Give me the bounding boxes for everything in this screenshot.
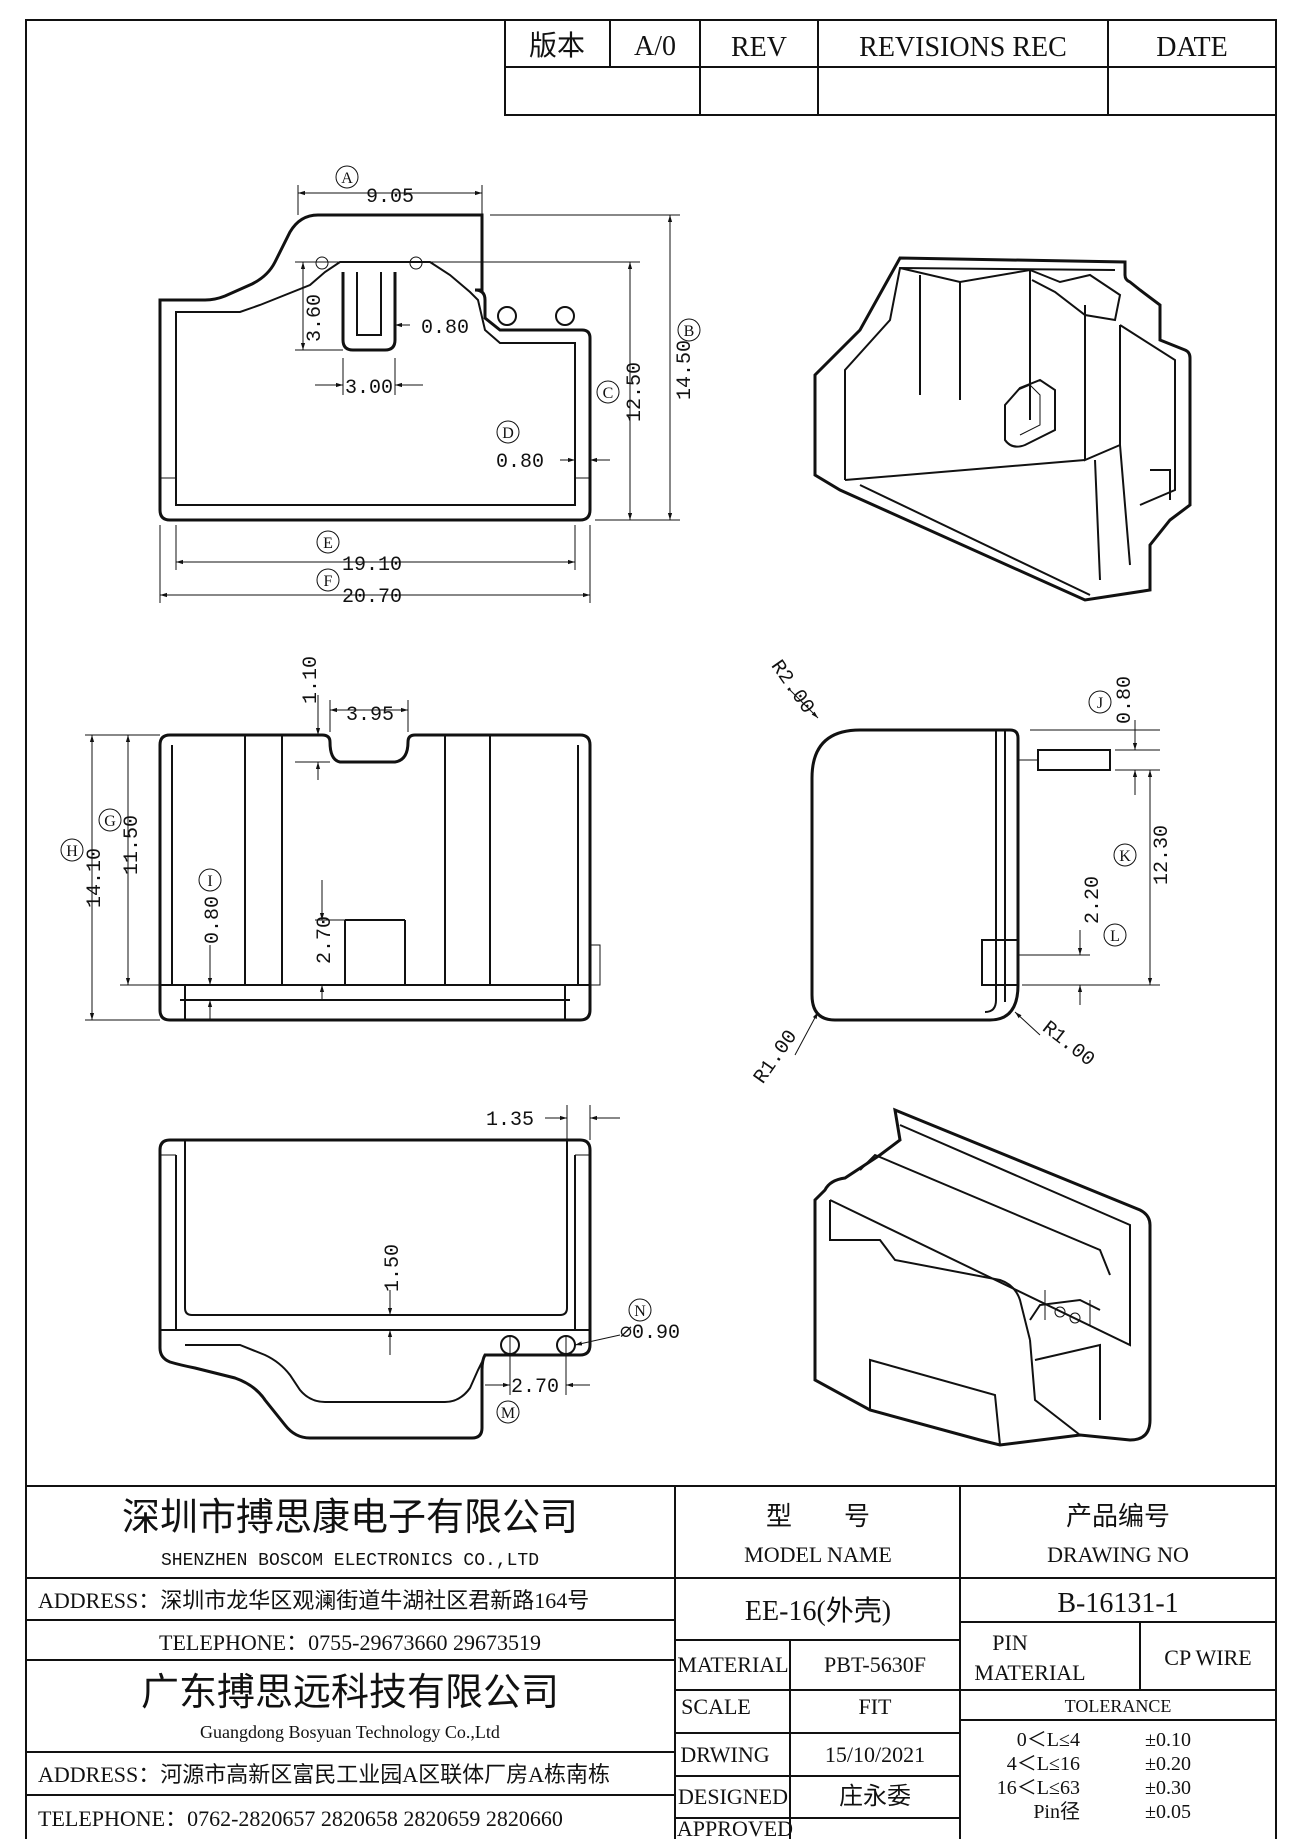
drawing-no-label-cn: 产品编号 <box>1066 1502 1170 1531</box>
revisions-header: REVISIONS REC <box>859 32 1067 63</box>
dim-flange-width: 1.35 <box>486 1109 534 1132</box>
dim-notch-width: 3.95 <box>346 704 394 727</box>
scale-label: SCALE <box>681 1694 751 1719</box>
dim-letter-f: F <box>324 573 333 590</box>
isometric-view-top <box>813 256 1192 602</box>
dim-letter-a: A <box>341 170 353 187</box>
tolerance-range-2: 16＜L≤63 <box>997 1777 1080 1799</box>
company-2-en: Guangdong Bosyuan Technology Co.,Ltd <box>200 1722 500 1742</box>
dim-letter-d: D <box>502 425 514 442</box>
rev-header: REV <box>731 32 787 63</box>
company-1-en: SHENZHEN BOSCOM ELECTRONICS CO.,LTD <box>161 1551 539 1571</box>
dim-letter-m: M <box>501 1405 515 1422</box>
title-block: 深圳市搏思康电子有限公司 SHENZHEN BOSCOM ELECTRONICS… <box>26 1485 1276 1839</box>
dim-letter-j: J <box>1097 695 1103 712</box>
dim-notch-depth: 1.10 <box>300 656 323 704</box>
telephone-1: TELEPHONE：0755-29673660 29673519 <box>159 1630 541 1655</box>
dim-letter-c: C <box>603 385 614 402</box>
tolerance-label: TOLERANCE <box>1065 1696 1172 1716</box>
pin-material-value: CP WIRE <box>1164 1645 1251 1670</box>
dim-letter-n: N <box>634 1303 646 1320</box>
telephone-2: TELEPHONE：0762-2820657 2820658 2820659 2… <box>38 1806 563 1831</box>
dim-value-e: 19.10 <box>342 554 402 577</box>
dim-radius-top: R2.00 <box>765 656 818 718</box>
material-value: PBT-5630F <box>824 1652 926 1677</box>
tolerance-range-1: 4＜L≤16 <box>1007 1753 1080 1775</box>
dim-letter-b: B <box>684 323 695 340</box>
tolerance-value-3: ±0.05 <box>1145 1801 1191 1823</box>
model-value: EE-16(外壳) <box>745 1595 891 1627</box>
dim-letter-h: H <box>66 843 78 860</box>
isometric-view-bottom <box>813 1107 1152 1447</box>
company-1-cn: 深圳市搏思康电子有限公司 <box>122 1497 578 1539</box>
version-value: A/0 <box>634 31 676 62</box>
address-1: ADDRESS：深圳市龙华区观澜街道牛湖社区君新路164号 <box>38 1588 589 1613</box>
material-label: MATERIAL <box>677 1652 788 1677</box>
dim-value-f: 20.70 <box>342 586 402 609</box>
dim-value-l: 2.20 <box>1082 876 1105 924</box>
dim-letter-k: K <box>1119 848 1131 865</box>
dim-value-c: 12.50 <box>624 362 647 422</box>
dim-value-n: ⌀0.90 <box>620 1322 680 1345</box>
designed-label: DESIGNED <box>678 1784 788 1809</box>
tolerance-range-3: Pin径 <box>1033 1800 1080 1823</box>
pin-material-label-2: MATERIAL <box>974 1660 1085 1685</box>
dim-value-i: 0.80 <box>202 896 225 944</box>
bottom-view: 1.35 1.50 N ⌀0.90 2.70 M <box>158 1105 680 1440</box>
dim-radius-bottom-right: R1.00 <box>1037 1017 1098 1072</box>
designed-value: 庄永委 <box>839 1783 911 1810</box>
tolerance-value-0: ±0.10 <box>1145 1729 1191 1751</box>
model-label-cn: 型 号 <box>766 1502 870 1531</box>
dim-slot-wall: 0.80 <box>421 317 469 340</box>
dim-value-b: 14.50 <box>674 340 697 400</box>
address-2: ADDRESS：河源市高新区富民工业园A区联体厂房A栋南栋 <box>38 1762 610 1787</box>
top-view: A 9.05 B 14.50 C 12.50 D 0.80 3.60 0.80 … <box>158 165 701 609</box>
drawing-label: DRWING <box>680 1742 769 1767</box>
version-label: 版本 <box>529 30 585 62</box>
dim-tab-height: 2.70 <box>314 916 337 964</box>
side-view: R2.00 R1.00 R1.00 J 0.80 K 12.30 L 2.20 <box>750 656 1174 1088</box>
dim-value-m: 2.70 <box>511 1376 559 1399</box>
dim-value-k: 12.30 <box>1151 825 1174 885</box>
dim-letter-g: G <box>104 813 116 830</box>
dim-wall-thickness: 1.50 <box>382 1244 405 1292</box>
company-2-cn: 广东搏思远科技有限公司 <box>141 1672 559 1714</box>
dim-value-h: 14.10 <box>84 848 107 908</box>
dim-value-d: 0.80 <box>496 451 544 474</box>
dim-value-j: 0.80 <box>1114 676 1137 724</box>
dim-slot-height: 3.60 <box>304 294 327 342</box>
model-label-en: MODEL NAME <box>744 1542 892 1567</box>
dim-value-g: 11.50 <box>121 815 144 875</box>
tolerance-value-2: ±0.30 <box>1145 1777 1191 1799</box>
front-view: 1.10 3.95 H 14.10 G 11.50 I 0.80 2.70 <box>60 656 601 1022</box>
dim-letter-l: L <box>1110 928 1120 945</box>
scale-value: FIT <box>859 1694 893 1719</box>
drawing-no-value: B-16131-1 <box>1057 1588 1178 1619</box>
dim-value-a: 9.05 <box>366 186 414 209</box>
drawing-no-label-en: DRAWING NO <box>1047 1542 1189 1567</box>
date-header: DATE <box>1156 32 1228 63</box>
revision-block: 版本 A/0 REV REVISIONS REC DATE <box>504 19 1277 116</box>
dim-letter-e: E <box>323 535 333 552</box>
dim-slot-width: 3.00 <box>345 377 393 400</box>
dim-radius-bottom-left: R1.00 <box>750 1026 803 1088</box>
drawing-date: 15/10/2021 <box>825 1742 925 1767</box>
pin-material-label-1: PIN <box>992 1630 1028 1655</box>
dim-letter-i: I <box>207 873 212 890</box>
approved-label: APPROVED <box>677 1816 793 1839</box>
tolerance-value-1: ±0.20 <box>1145 1753 1191 1775</box>
tolerance-range-0: 0＜L≤4 <box>1017 1729 1080 1751</box>
